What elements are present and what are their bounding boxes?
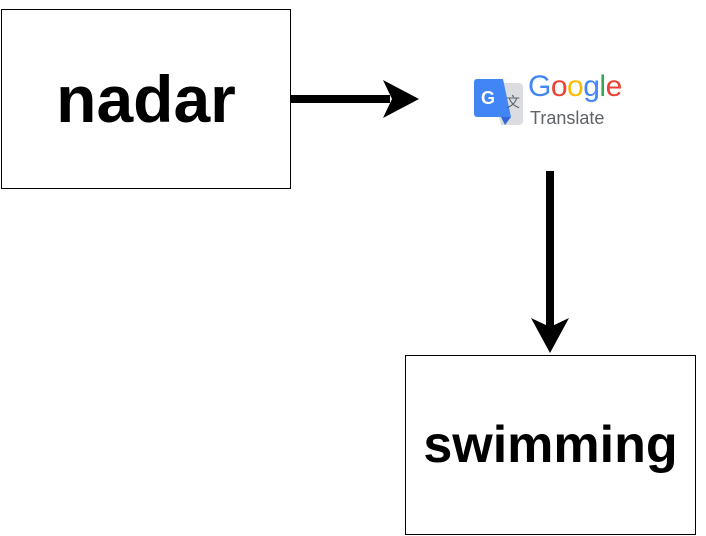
arrow-down-head <box>531 318 569 353</box>
translate-wordmark: Translate <box>530 108 605 128</box>
google-translate-logo: G 文 Google Translate <box>473 72 633 132</box>
translated-word: swimming <box>423 416 678 474</box>
google-wordmark: Google <box>528 72 622 102</box>
arrow-right-head <box>383 80 419 118</box>
google-letter: l <box>599 70 606 103</box>
google-translate-icon: G 文 <box>474 79 523 125</box>
arrow-right <box>291 80 419 118</box>
google-letter: o <box>567 70 584 103</box>
icon-glyph-right: 文 <box>506 95 520 111</box>
source-word: nadar <box>56 62 236 136</box>
google-letter: o <box>550 70 568 103</box>
icon-glyph-left: G <box>481 88 495 108</box>
google-letter: G <box>528 70 551 103</box>
arrow-down <box>531 171 569 353</box>
source-word-box: nadar <box>1 9 291 189</box>
google-letter: g <box>583 70 600 103</box>
google-letter: e <box>605 70 623 103</box>
icon-front-page <box>474 79 511 117</box>
translated-word-box: swimming <box>405 355 696 535</box>
icon-fold <box>501 117 511 125</box>
